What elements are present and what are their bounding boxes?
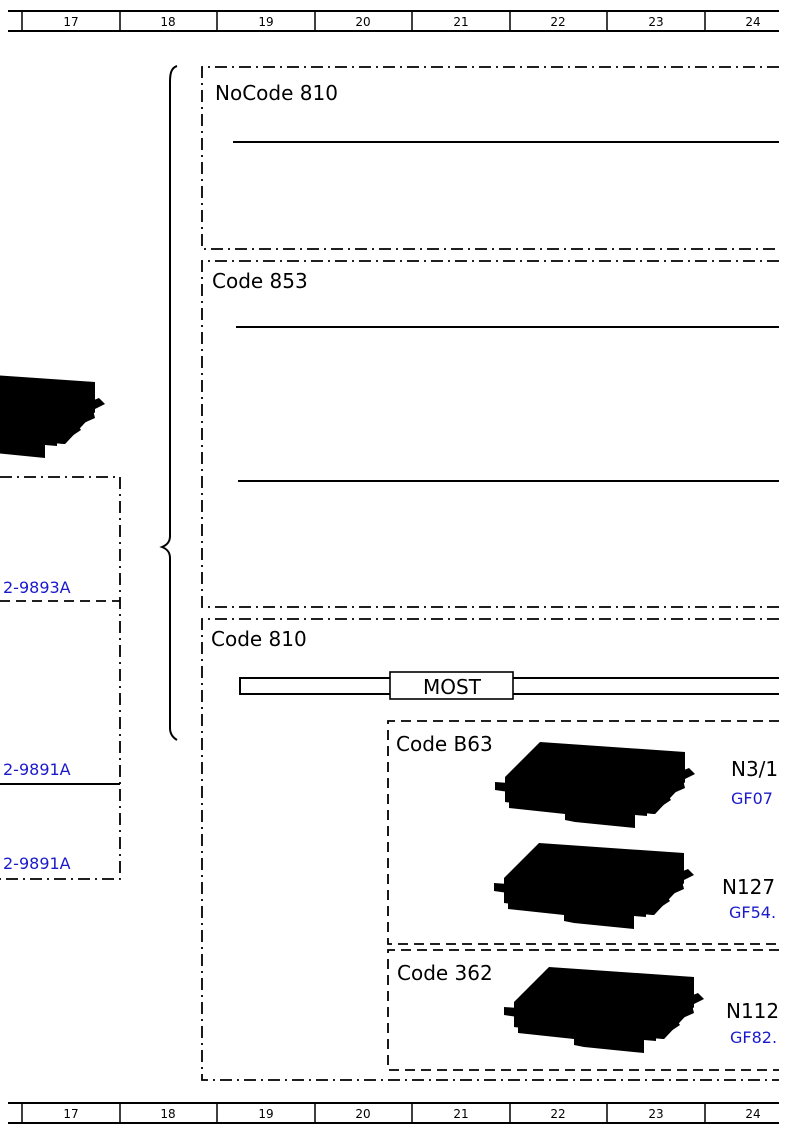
- section-code-b63-label: Code B63: [396, 732, 493, 756]
- section-nocode-810: [201, 66, 779, 250]
- right-edge-mask: [779, 0, 787, 1134]
- component-n112-label: N112: [726, 999, 779, 1023]
- ruler-bottom-23: 23: [648, 1107, 663, 1121]
- component-n127-label: N127: [722, 875, 775, 899]
- ruler-top-21: 21: [453, 15, 468, 29]
- component-n3-1-ref[interactable]: GF07: [731, 789, 773, 808]
- top-ruler: 17 18 19 20 21 22 23 24: [8, 10, 779, 32]
- left-ref-1[interactable]: 2-9893A: [3, 578, 71, 597]
- section-code-853-label: Code 853: [212, 269, 308, 293]
- section-code-810: [201, 618, 779, 1081]
- left-ref-2[interactable]: 2-9891A: [3, 760, 71, 779]
- ruler-top-20: 20: [355, 15, 370, 29]
- section-code-853: [201, 260, 779, 608]
- left-partial-module: [0, 372, 105, 458]
- section-nocode-810-label: NoCode 810: [215, 81, 338, 105]
- ruler-top-22: 22: [550, 15, 565, 29]
- section-code-810-label: Code 810: [211, 627, 307, 651]
- section-code-362-label: Code 362: [397, 961, 493, 985]
- ruler-top-18: 18: [160, 15, 175, 29]
- module-n3-1[interactable]: [495, 742, 695, 828]
- left-ref-3[interactable]: 2-9891A: [3, 854, 71, 873]
- ruler-bottom-19: 19: [258, 1107, 273, 1121]
- module-n127[interactable]: [494, 843, 694, 929]
- component-n3-1-label: N3/1: [731, 757, 778, 781]
- ruler-bottom-22: 22: [550, 1107, 565, 1121]
- ruler-bottom-18: 18: [160, 1107, 175, 1121]
- ruler-bottom-24: 24: [745, 1107, 760, 1121]
- ruler-top-17: 17: [63, 15, 78, 29]
- section-code-b63: [387, 720, 779, 945]
- left-dashed-boxes: [0, 476, 121, 880]
- ruler-top-19: 19: [258, 15, 273, 29]
- most-bus: [239, 671, 779, 700]
- most-bus-label: MOST: [423, 675, 482, 699]
- group-brace: [159, 65, 178, 741]
- component-n112-ref[interactable]: GF82.: [730, 1028, 777, 1047]
- ruler-top-23: 23: [648, 15, 663, 29]
- module-n112[interactable]: [504, 967, 704, 1053]
- component-n127-ref[interactable]: GF54.: [729, 903, 776, 922]
- bottom-ruler: 17 18 19 20 21 22 23 24: [8, 1102, 779, 1124]
- ruler-top-24: 24: [745, 15, 760, 29]
- section-code-362: [387, 949, 779, 1071]
- ruler-bottom-20: 20: [355, 1107, 370, 1121]
- ruler-bottom-17: 17: [63, 1107, 78, 1121]
- ruler-bottom-21: 21: [453, 1107, 468, 1121]
